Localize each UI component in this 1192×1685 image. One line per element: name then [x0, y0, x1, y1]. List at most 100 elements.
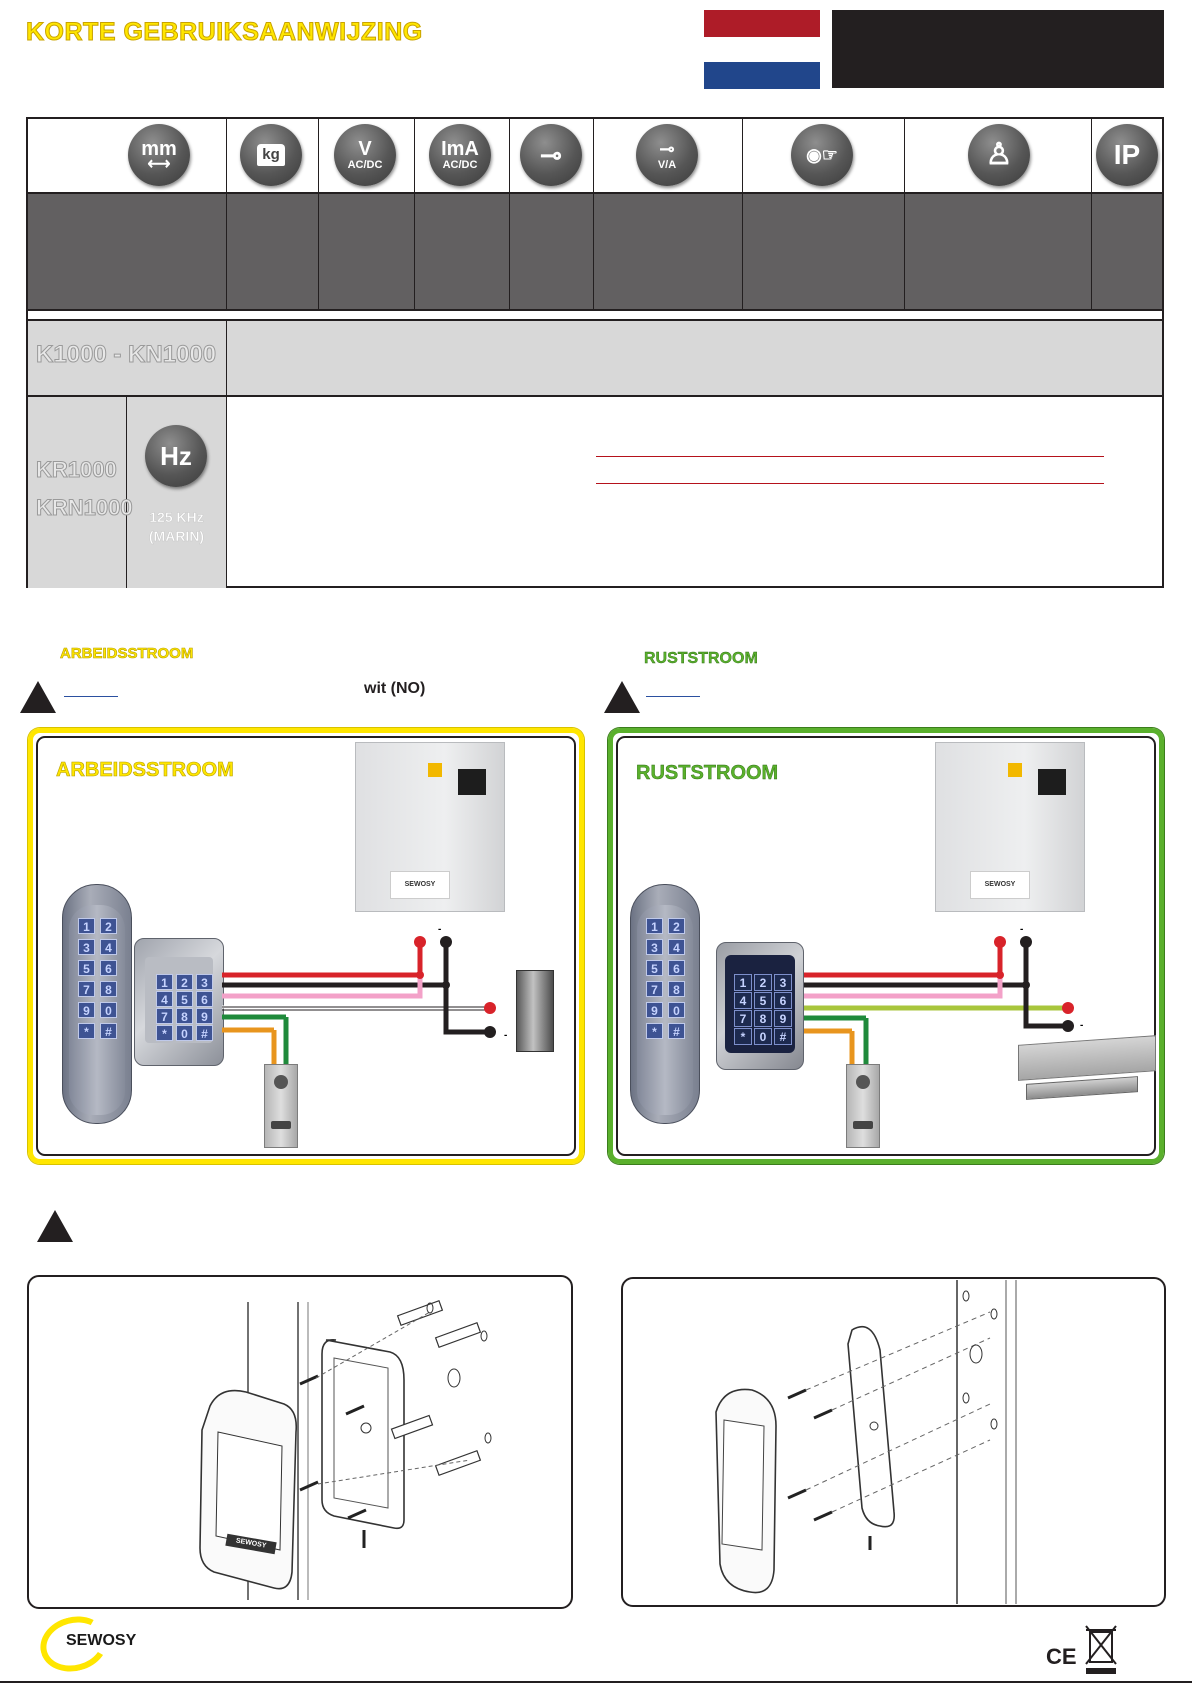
keypad-key[interactable]: 3 [774, 974, 792, 991]
left-heading: ARBEIDSSTROOM [60, 645, 194, 663]
keypad-key[interactable]: * [646, 1023, 663, 1039]
keypad-key[interactable]: 4 [668, 939, 685, 955]
keypad-key[interactable]: 4 [734, 992, 752, 1009]
keypad-key[interactable]: # [668, 1023, 685, 1039]
electric-strike [516, 970, 554, 1052]
keypad-key[interactable]: 2 [754, 974, 772, 991]
header-black-box [832, 10, 1164, 88]
keypad-key[interactable]: 7 [734, 1010, 752, 1027]
spec-value-cell [28, 194, 226, 309]
keypad-key[interactable]: # [774, 1028, 792, 1045]
warning-icon [20, 681, 56, 713]
keypad-key[interactable]: 3 [196, 974, 213, 990]
left-note: wit (NO) [364, 680, 426, 697]
right-panel-title: RUSTSTROOM [636, 762, 779, 784]
keypad-key[interactable]: 8 [754, 1010, 772, 1027]
minus-label: - [438, 924, 442, 935]
keypad-key[interactable]: 5 [646, 960, 663, 976]
keypad-key[interactable]: 8 [668, 981, 685, 997]
model-desc-cell-1 [227, 321, 1162, 395]
warning-icon [604, 681, 640, 713]
dutch-flag-white [704, 37, 820, 62]
keypad-key[interactable]: 5 [176, 991, 193, 1007]
mounting-panel-box [27, 1275, 573, 1609]
keypad-key[interactable]: * [78, 1023, 95, 1039]
wiring-panel-ruststroom [608, 728, 1164, 1164]
spec-value-cell [905, 194, 1091, 309]
ce-mark: CE [1046, 1644, 1077, 1669]
weight-icon: kg [240, 124, 302, 186]
keypad-key[interactable]: 6 [668, 960, 685, 976]
keypad-key[interactable]: 0 [176, 1025, 193, 1041]
red-underline [596, 456, 1104, 457]
dimensions-icon: mm⟷ [128, 124, 190, 186]
spec-value-cell [743, 194, 904, 309]
keypad-key[interactable]: 5 [754, 992, 772, 1009]
keypad-key[interactable]: * [734, 1028, 752, 1045]
dutch-flag-blue [704, 62, 820, 89]
model-cell-2 [28, 397, 126, 588]
keypad-key[interactable]: 0 [100, 1002, 117, 1018]
keypad-key[interactable]: 6 [100, 960, 117, 976]
keypad-key[interactable]: * [156, 1025, 173, 1041]
keypad-key[interactable]: 3 [646, 939, 663, 955]
dutch-flag-red [704, 10, 820, 37]
keypad-key[interactable]: 5 [78, 960, 95, 976]
keypad-key[interactable]: 8 [176, 1008, 193, 1024]
keypad-key[interactable]: 6 [196, 991, 213, 1007]
keypad-key[interactable]: 1 [646, 918, 663, 934]
spec-value-cell [415, 194, 509, 309]
spec-value-cell [227, 194, 318, 309]
minus-label: - [1080, 1020, 1084, 1031]
relay-icon: ⊸ [520, 124, 582, 186]
keypad-key[interactable]: 3 [78, 939, 95, 955]
person-icon: ♙ [968, 124, 1030, 186]
mounting-panel-slim [621, 1277, 1166, 1607]
keypad-key[interactable]: 8 [100, 981, 117, 997]
keypad-key[interactable]: 2 [668, 918, 685, 934]
footer-line [0, 1681, 1192, 1683]
model-name-krn1000: KRN1000 [36, 495, 134, 521]
keypad-key[interactable]: 9 [196, 1008, 213, 1024]
keypad-key[interactable]: 1 [156, 974, 173, 990]
model-name-k1000: K1000 - KN1000 [35, 341, 217, 369]
warning-link-underline [64, 696, 118, 697]
relay-rating-icon: ⊸V/A [636, 124, 698, 186]
keypad-key[interactable]: 4 [156, 991, 173, 1007]
spec-value-cell [594, 194, 742, 309]
power-supply: SEWOSY [935, 742, 1085, 912]
exit-button [264, 1064, 298, 1148]
keypad-key[interactable]: 1 [78, 918, 95, 934]
keypad-key[interactable]: 4 [100, 939, 117, 955]
sewosy-logo: SEWOSY [66, 1632, 137, 1649]
keypad-key[interactable]: 7 [78, 981, 95, 997]
red-underline [596, 483, 1104, 484]
keypad-key[interactable]: 9 [78, 1002, 95, 1018]
model-name-kr1000: KR1000 [36, 457, 118, 483]
warning-icon [37, 1210, 73, 1242]
exit-button-icon: ◉☞ [791, 124, 853, 186]
keypad-key[interactable]: 9 [646, 1002, 663, 1018]
keypad-key[interactable]: 2 [176, 974, 193, 990]
keypad-key[interactable]: 2 [100, 918, 117, 934]
keypad-key[interactable]: 7 [646, 981, 663, 997]
spec-value-cell [1092, 194, 1162, 309]
keypad-key[interactable]: 7 [156, 1008, 173, 1024]
keypad-key[interactable]: 0 [754, 1028, 772, 1045]
right-heading: RUSTSTROOM [644, 650, 758, 667]
page-title: KORTE GEBRUIKSAANWIJZING [26, 18, 423, 47]
keypad-key[interactable]: 0 [668, 1002, 685, 1018]
keypad-key[interactable]: 9 [774, 1010, 792, 1027]
wiring-panel-arbeidsstroom [28, 728, 584, 1164]
spec-table: K1000 - KN1000 KR1000 KRN1000 Hz 125 KHz… [26, 117, 1164, 588]
minus-label: - [504, 1030, 508, 1041]
hz-icon: Hz [145, 425, 207, 487]
keypad-key[interactable]: # [100, 1023, 117, 1039]
keypad-key[interactable]: 6 [774, 992, 792, 1009]
spec-value-cell [510, 194, 593, 309]
keypad-key[interactable]: 1 [734, 974, 752, 991]
warning-link-underline [646, 696, 700, 697]
keypad-key[interactable]: # [196, 1025, 213, 1041]
